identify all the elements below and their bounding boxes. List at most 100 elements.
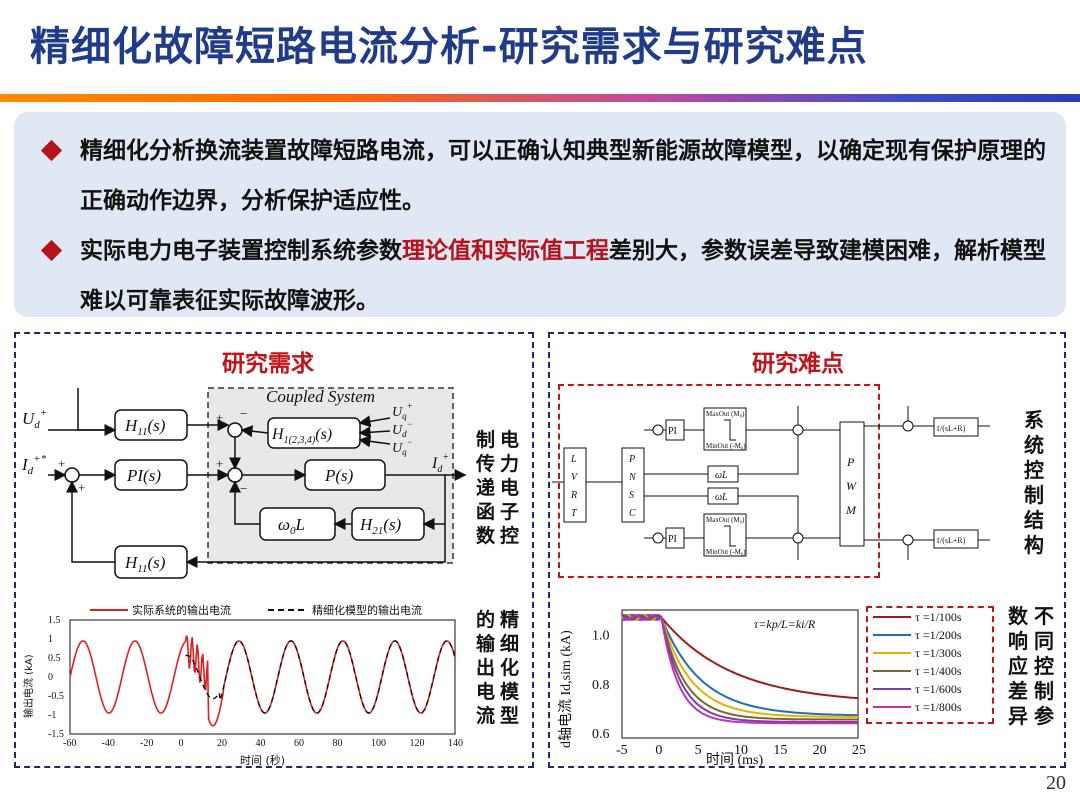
left-side-label-col-3: 精细化模型 [500,609,520,727]
sign-minus-2: − [240,481,247,496]
sum-junction-2 [227,422,243,438]
pnsc-block [621,447,645,523]
sign-plus-2: + [78,480,85,495]
wave-x-tick: 80 [333,738,343,749]
wave-x-tick: 140 [448,738,463,749]
right-panel-title: 研究难点 [752,351,844,377]
left-panel-title: 研究需求 [222,351,314,377]
legend-label: τ =1/400s [915,664,962,678]
right-side-label-b1: 不同控制参 [1034,604,1054,728]
bullet-box: 精细化分析换流装置故障短路电流，可以正确认知典型新能源故障模型，以确定现有保护原… [14,112,1066,317]
response-x-tick: 25 [852,743,866,758]
bullet-1: 精细化分析换流装置故障短路电流，可以正确认知典型新能源故障模型，以确定现有保护原… [40,126,1046,226]
left-side-label-col-4: 的输出电流 [476,609,496,727]
svg-text:PI: PI [668,426,677,437]
bullet-2-text-a: 实际电力电子装置控制系统参数 [80,238,402,264]
p-label: P(s) [324,466,354,485]
svg-text:P: P [628,454,635,465]
transfer-function-diagram: Coupled System Ud+ Id+* H11(s) PI(s) H1(… [21,387,467,579]
wave-y-tick: -0.5 [48,691,64,702]
wave-plot-frame [69,619,456,735]
wave-x-tick: -20 [140,738,153,749]
wave-y-tick: -1 [48,710,56,721]
svg-text:1/(sL+R): 1/(sL+R) [936,536,966,545]
id-ref-label: Id+* [21,453,47,477]
sign-plus-4: + [216,456,223,471]
right-side-label-b2: 数响应差异 [1008,604,1028,728]
sign-plus-1: + [58,456,65,471]
left-panel [14,332,534,768]
wave-x-tick: 40 [256,738,266,749]
wave-x-tick: -60 [63,738,76,749]
response-series-line [621,613,858,725]
response-y-tick: 0.6 [592,727,610,742]
title-divider [0,94,1080,102]
h21-label: H21(s) [359,515,402,537]
response-annotation: τ=kp/L=ki/R [754,617,816,631]
pwm-block [839,421,865,547]
bullet-2: 实际电力电子装置控制系统参数理论值和实际值工程差别大，参数误差导致建模困难，解析… [40,226,1046,326]
bullet-2-highlight: 理论值和实际值工程 [402,238,609,264]
sum-junction-1 [64,467,80,483]
response-x-tick: -5 [616,743,628,758]
wave-ylabel: 输出电流 (kA) [22,654,35,718]
w0l-label: ω0L [278,515,305,537]
sign-plus-3: + [216,410,223,425]
svg-text:V: V [571,472,579,483]
wave-y-tick: 1 [48,634,53,645]
svg-text:C: C [629,508,636,519]
tf-bottom-block [933,529,979,549]
response-series-line [621,613,858,721]
response-series-line [621,613,859,700]
left-side-label-col-right: 电力电子控 [500,429,520,547]
sign-minus-1: − [240,406,247,421]
left-side-label-col-left: 制传递函数 [476,429,496,547]
wave-x-tick: 120 [410,738,425,749]
svg-text:PI: PI [668,534,677,545]
h11-top-label: H11(s) [124,416,166,438]
limiter-top-block [703,407,747,451]
legend-label: τ =1/600s [915,682,962,696]
tf-top-block [933,417,979,437]
response-x-tick: 5 [695,743,702,758]
response-x-tick: 20 [813,743,827,758]
legend-model-label: 精细化模型的输出电流 [312,603,422,617]
ud-plus-label: Ud+ [22,407,47,431]
svg-text:MinOut (-M₀): MinOut (-M₀) [706,442,746,450]
svg-text:N: N [628,472,637,483]
svg-text:T: T [571,508,578,519]
bullet-2-text-b: 差别大，参数误差导致建模困难，解析模型难以可靠表征实际故障波形。 [80,238,1046,314]
response-series-line [621,613,859,717]
lvrt-block [563,447,587,523]
svg-text:MaxOut (M₀): MaxOut (M₀) [706,410,745,418]
page-title: 精细化故障短路电流分析-研究需求与研究难点 [30,24,868,70]
response-ylabel: d轴电流 Id,sim (kA) [558,630,574,748]
response-series-line [621,613,858,723]
bullet-1-text: 精细化分析换流装置故障短路电流，可以正确认知典型新能源故障模型，以确定现有保护原… [80,138,1046,214]
wave-y-tick: -1.5 [48,729,64,740]
wave-x-tick: 100 [371,738,386,749]
svg-text:ωL: ωL [715,492,728,503]
control-structure-highlight [558,384,880,578]
wave-y-ticks: 1.510.50-0.5-1-1.5 [48,615,64,740]
pi-label: PI(s) [126,466,161,485]
wave-x-tick: 0 [179,738,184,749]
svg-text:MaxOut (M₀): MaxOut (M₀) [706,516,745,524]
coupled-system-label: Coupled System [266,387,375,406]
legend-label: τ =1/100s [915,610,962,624]
svg-text:1/(sL+R): 1/(sL+R) [936,424,966,433]
response-legend-box [866,606,994,724]
page-number: 20 [1046,772,1066,794]
limiter-bottom-block [703,513,747,557]
right-side-label-a: 系统控制结构 [1024,408,1044,557]
response-x-tick: 0 [655,743,662,758]
svg-text:W: W [846,479,857,493]
response-x-tick: 10 [734,743,748,758]
legend-label: τ =1/300s [915,646,962,660]
